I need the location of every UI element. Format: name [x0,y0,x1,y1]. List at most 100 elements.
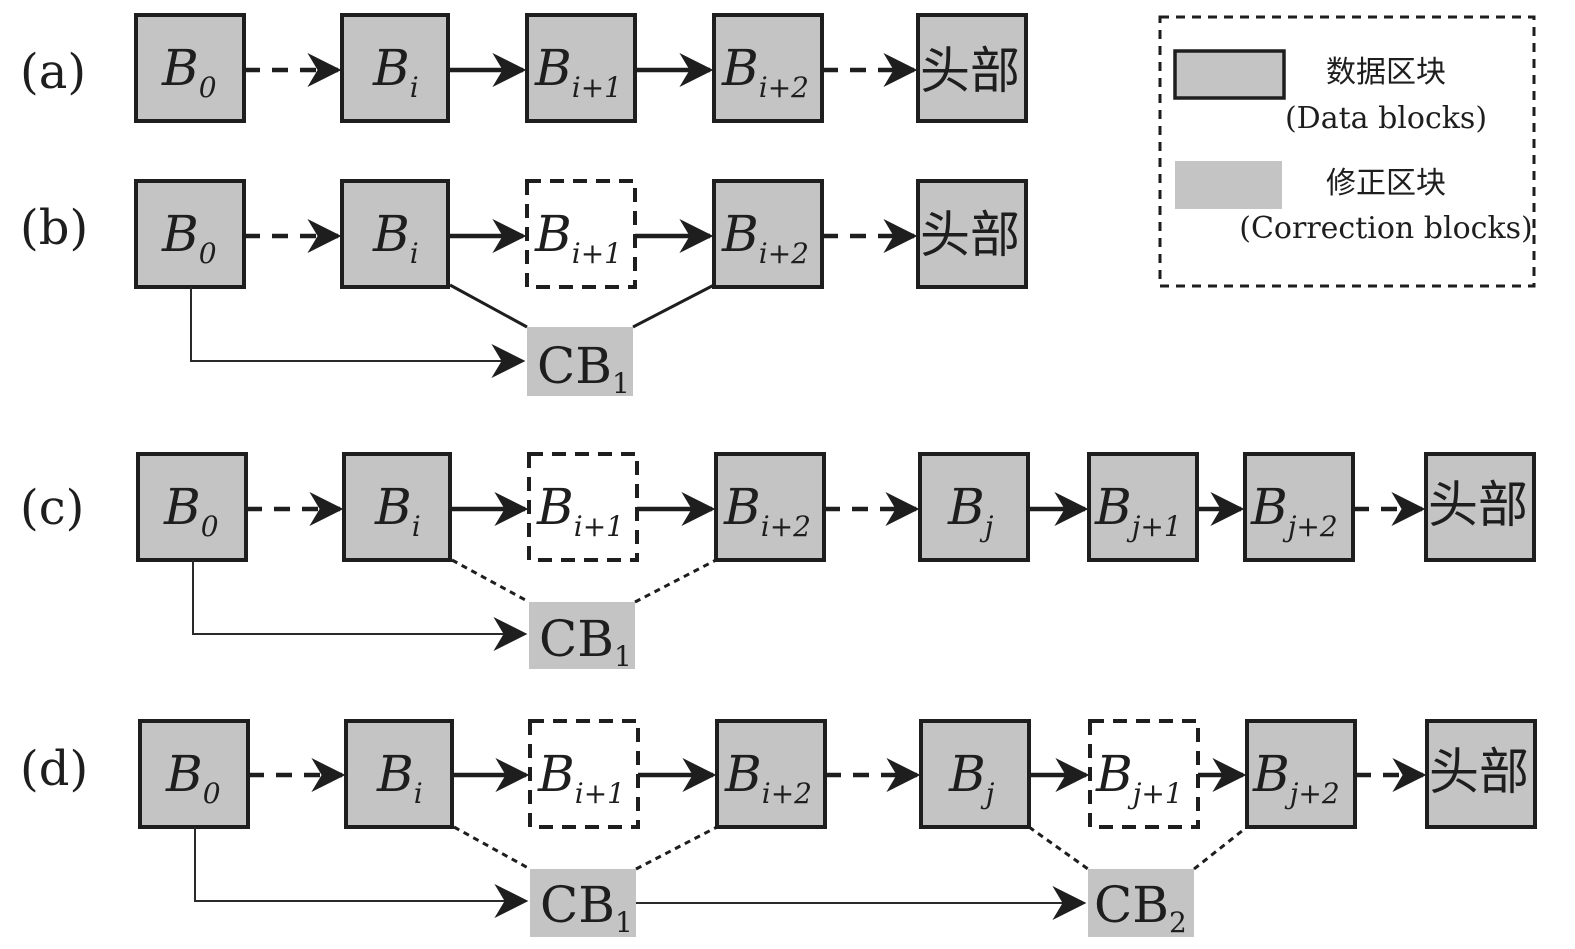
row-label-d: (d) [20,741,88,797]
block-b0-label: B [161,205,199,263]
link-b0-cb1 [194,827,529,918]
link-bi-cb1 [449,283,528,329]
row-d: B0 Bi Bi+1 Bi+2 Bj Bj+1 Bj+2 头部 CB1 CB2 [138,719,1537,939]
svg-text:Bi: Bi [376,745,423,810]
block-b0-label: B [165,745,203,803]
link-b0-cb1 [192,560,528,651]
block-bj-label: B [948,745,986,803]
block-bi-label: B [372,39,410,97]
link-cb1-bi2 [635,825,718,871]
block-bi-label: B [372,205,410,263]
svg-text:B0: B0 [163,478,219,543]
block-cb1 [527,327,633,396]
svg-text:B0: B0 [161,39,217,104]
link-cb1-bi2 [632,283,715,329]
block-cb1-label: CB [540,876,615,934]
block-head [1425,719,1537,829]
block-head-label: 头部 [1429,743,1529,801]
block-cb2-label: CB [1094,876,1169,934]
block-bi2-label: B [724,745,762,803]
svg-text:CB2: CB2 [1094,876,1187,939]
block-bi [340,179,450,289]
block-bj2 [1245,719,1357,829]
link-bi-cb1 [453,825,531,871]
link-bi-cb1 [451,558,530,604]
block-cb1 [530,869,636,937]
block-bi-label: B [374,478,412,536]
block-bi1-label: B [537,745,575,803]
block-bj1-label: B [1095,745,1133,803]
legend-correction-swatch [1175,161,1282,209]
block-bj-label: B [947,478,985,536]
block-bj2-label: B [1250,478,1288,536]
block-bj1 [1087,452,1199,562]
block-bi1-label: B [534,205,572,263]
legend-data-label-en: (Data blocks) [1285,101,1487,136]
svg-text:Bj+2: Bj+2 [1250,478,1338,543]
legend-correction-label-en: (Correction blocks) [1239,211,1532,246]
block-bi2 [714,452,826,562]
svg-text:Bi+2: Bi+2 [724,745,812,810]
block-cb1-label: CB [537,337,612,395]
block-bi [344,719,454,829]
row-c: B0 Bi Bi+1 Bi+2 Bj Bj+1 Bj+2 头部 CB1 [136,452,1536,673]
svg-text:Bi: Bi [374,478,421,543]
legend-data-label-zh: 数据区块 [1326,55,1446,90]
svg-text:Bj+1: Bj+1 [1094,478,1182,543]
legend-data-swatch [1173,49,1286,100]
svg-text:Bi+1: Bi+1 [534,205,622,270]
block-head [916,13,1028,123]
block-b0 [134,179,246,289]
svg-text:CB1: CB1 [537,337,630,400]
legend: 数据区块 (Data blocks) 修正区块 (Correction bloc… [1158,15,1536,288]
legend-correction-label-zh: 修正区块 [1326,166,1446,201]
svg-text:Bi+1: Bi+1 [534,39,622,104]
svg-text:Bi+2: Bi+2 [721,205,809,270]
block-bi2-label: B [721,39,759,97]
block-bi1-corrected [525,179,637,289]
block-bi1-label: B [536,478,574,536]
svg-text:Bj: Bj [948,745,995,810]
svg-text:CB1: CB1 [539,610,632,673]
link-bj-cb2 [1028,825,1089,871]
svg-text:B0: B0 [165,745,221,810]
block-b0 [134,13,246,123]
block-bi2-label: B [721,205,759,263]
block-bj1-label: B [1094,478,1132,536]
block-bj2-label: B [1252,745,1290,803]
svg-text:Bj+1: Bj+1 [1095,745,1183,810]
block-cb1-label: CB [539,610,614,668]
block-b0-label: B [161,39,199,97]
row-label-b: (b) [20,200,88,256]
block-head [916,179,1028,289]
block-head-label: 头部 [920,206,1020,264]
svg-text:Bi+1: Bi+1 [537,745,625,810]
block-head-label: 头部 [920,42,1020,100]
svg-text:Bi+2: Bi+2 [723,478,811,543]
block-head [1424,452,1536,562]
block-cb1 [529,602,635,669]
row-b: B0 Bi Bi+1 Bi+2 头部 CB1 [134,179,1028,400]
block-bj1-corrected [1088,719,1200,829]
block-bi1-label: B [534,39,572,97]
block-bj2 [1243,452,1355,562]
link-b0-cb1 [190,287,526,378]
svg-text:Bi+2: Bi+2 [721,39,809,104]
svg-text:Bj+2: Bj+2 [1252,745,1340,810]
svg-text:Bi+1: Bi+1 [536,478,624,543]
svg-text:Bi: Bi [372,205,419,270]
row-label-c: (c) [20,480,84,536]
block-bj [919,719,1031,829]
svg-text:Bj: Bj [947,478,994,543]
row-label-a: (a) [20,44,86,100]
block-bi2-label: B [723,478,761,536]
svg-text:CB1: CB1 [540,876,633,939]
link-cb1-bi2 [634,558,717,604]
block-bi2 [715,719,827,829]
row-a: B0 Bi Bi+1 Bi+2 头部 [134,13,1028,123]
block-head-label: 头部 [1428,476,1528,534]
link-cb2-bj2 [1193,825,1248,871]
block-b0-label: B [163,478,201,536]
block-cb2 [1088,869,1194,937]
